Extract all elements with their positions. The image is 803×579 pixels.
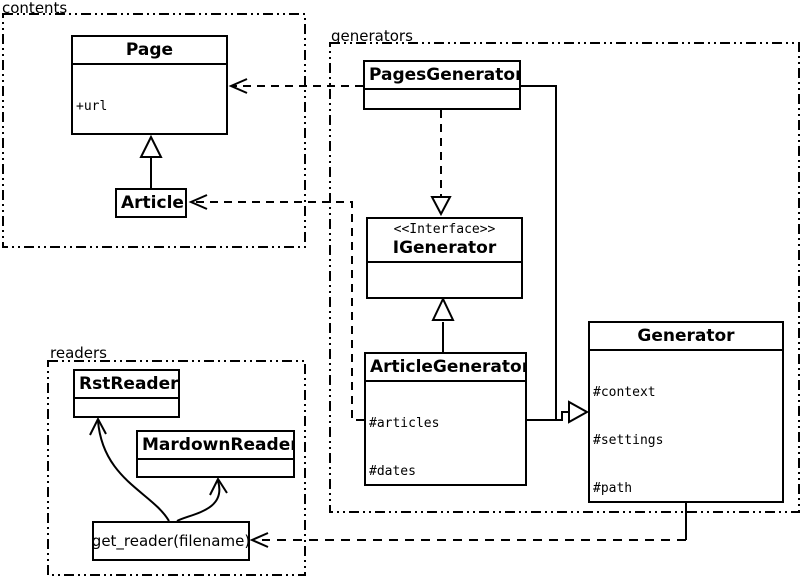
class-article: Article bbox=[115, 188, 187, 218]
class-articlegenerator-attributes: #articles #dates #tags #categories bbox=[366, 380, 525, 484]
class-igenerator: <<Interface>> IGenerator +generate_conte… bbox=[366, 217, 523, 299]
class-generator-name: Generator bbox=[637, 326, 735, 346]
open-arrowhead bbox=[228, 78, 248, 94]
open-arrowhead bbox=[209, 476, 228, 496]
class-page: Page +url +slug +summary +check_properti… bbox=[71, 35, 228, 135]
package-label-contents: contents bbox=[2, 0, 68, 17]
attribute: #dates bbox=[369, 464, 416, 479]
package-generators-border bbox=[329, 42, 800, 513]
attribute: #context bbox=[593, 385, 656, 400]
attribute: #settings bbox=[593, 433, 664, 448]
class-pagesgenerator: PagesGenerator #pages bbox=[363, 60, 521, 110]
class-rstreader: RstReader +read() bbox=[73, 369, 180, 418]
open-arrowhead bbox=[89, 416, 107, 436]
class-pagesgenerator-name: PagesGenerator bbox=[369, 65, 521, 85]
class-mardownreader-name: MardownReader bbox=[142, 435, 295, 455]
class-igenerator-title: <<Interface>> IGenerator bbox=[368, 219, 521, 261]
class-articlegenerator: ArticleGenerator #articles #dates #tags … bbox=[364, 352, 527, 486]
generalization-generators-generator bbox=[521, 85, 590, 424]
hollow-triangle-arrowhead bbox=[431, 296, 455, 321]
class-articlegenerator-name: ArticleGenerator bbox=[370, 357, 527, 377]
dependency-pagesgenerator-page bbox=[228, 78, 363, 94]
package-contents-border bbox=[2, 13, 306, 248]
class-page-name: Page bbox=[125, 40, 174, 60]
method: +generate_context() bbox=[371, 297, 518, 299]
open-arrowhead bbox=[188, 194, 208, 210]
arrow-getreader-rstreader bbox=[89, 416, 170, 522]
class-pagesgenerator-attributes: #pages bbox=[365, 88, 519, 108]
class-mardownreader-methods: +read() bbox=[138, 458, 293, 476]
hollow-triangle-arrowhead bbox=[430, 196, 452, 217]
hollow-triangle-arrowhead bbox=[568, 400, 590, 424]
dependency-generator-getreader bbox=[249, 503, 687, 548]
function-get-reader: get_reader(filename) bbox=[92, 521, 250, 561]
generalization-article-page bbox=[139, 134, 163, 188]
class-page-attributes: +url +slug +summary bbox=[73, 63, 226, 133]
package-readers-border bbox=[47, 360, 306, 576]
realization-pagesgenerator-igenerator bbox=[430, 110, 452, 217]
class-mardownreader: MardownReader +read() bbox=[136, 430, 295, 478]
attribute: +url bbox=[76, 99, 108, 114]
package-label-readers: readers bbox=[50, 344, 107, 362]
class-article-name: Article bbox=[121, 193, 184, 213]
interface-stereotype: <<Interface>> bbox=[393, 222, 496, 237]
arrow-getreader-mardownreader bbox=[176, 476, 228, 522]
class-rstreader-name: RstReader bbox=[79, 374, 179, 394]
function-get-reader-label: get_reader(filename) bbox=[92, 532, 250, 550]
open-arrowhead bbox=[249, 532, 269, 548]
attribute: #articles bbox=[369, 416, 440, 431]
class-igenerator-name: IGenerator bbox=[392, 238, 497, 258]
class-generator: Generator #context #settings #path #them… bbox=[588, 321, 784, 503]
attribute: #path bbox=[593, 481, 633, 496]
dependency-articlegenerator-article bbox=[188, 194, 364, 421]
class-rstreader-methods: +read() bbox=[75, 397, 178, 416]
hollow-triangle-arrowhead bbox=[139, 134, 163, 158]
class-generator-attributes: #context #settings #path #theme #output_… bbox=[590, 349, 782, 501]
class-igenerator-methods: +generate_context() +generate_output() bbox=[368, 261, 521, 299]
generalization-articlegenerator-igenerator bbox=[431, 296, 455, 352]
package-label-generators: generators bbox=[331, 27, 413, 45]
